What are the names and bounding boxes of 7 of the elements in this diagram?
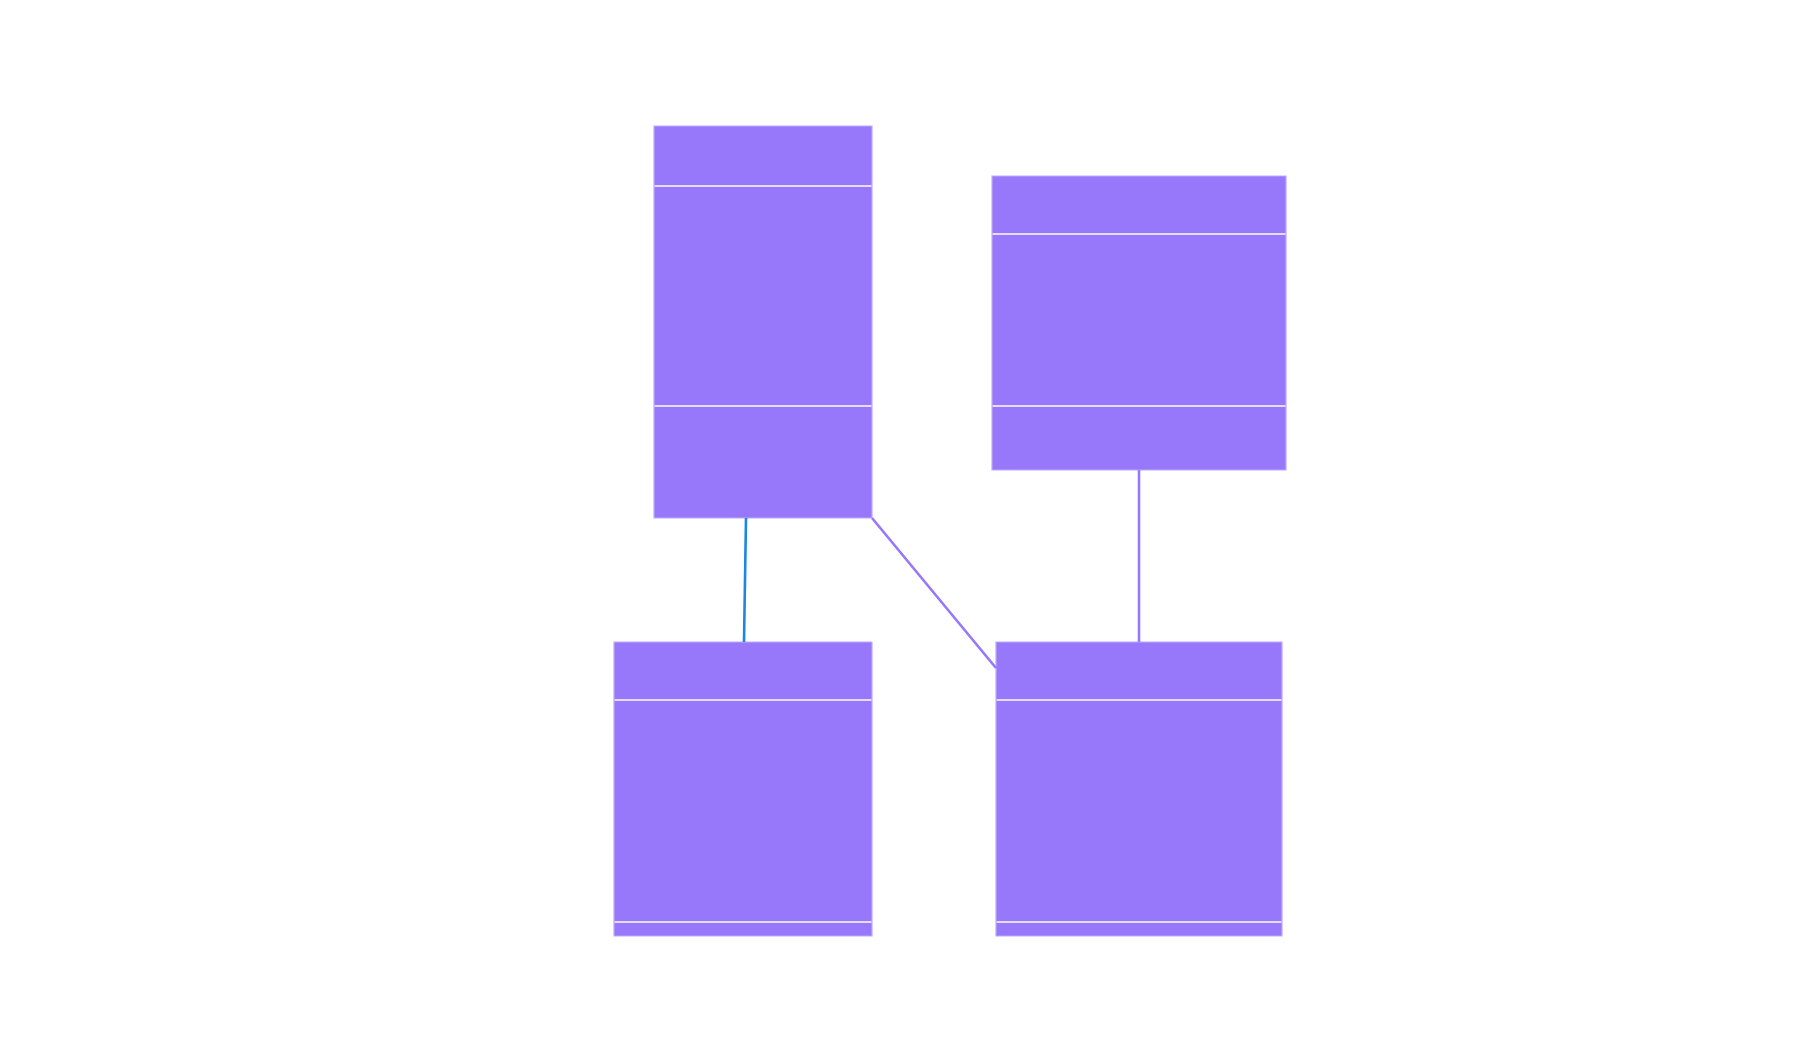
class-box — [613, 641, 873, 937]
class-box — [653, 125, 873, 519]
connector-line — [742, 517, 748, 643]
class-box — [991, 175, 1287, 471]
class-box — [995, 641, 1283, 937]
connector-line — [871, 517, 997, 669]
connector-line — [1137, 470, 1141, 642]
